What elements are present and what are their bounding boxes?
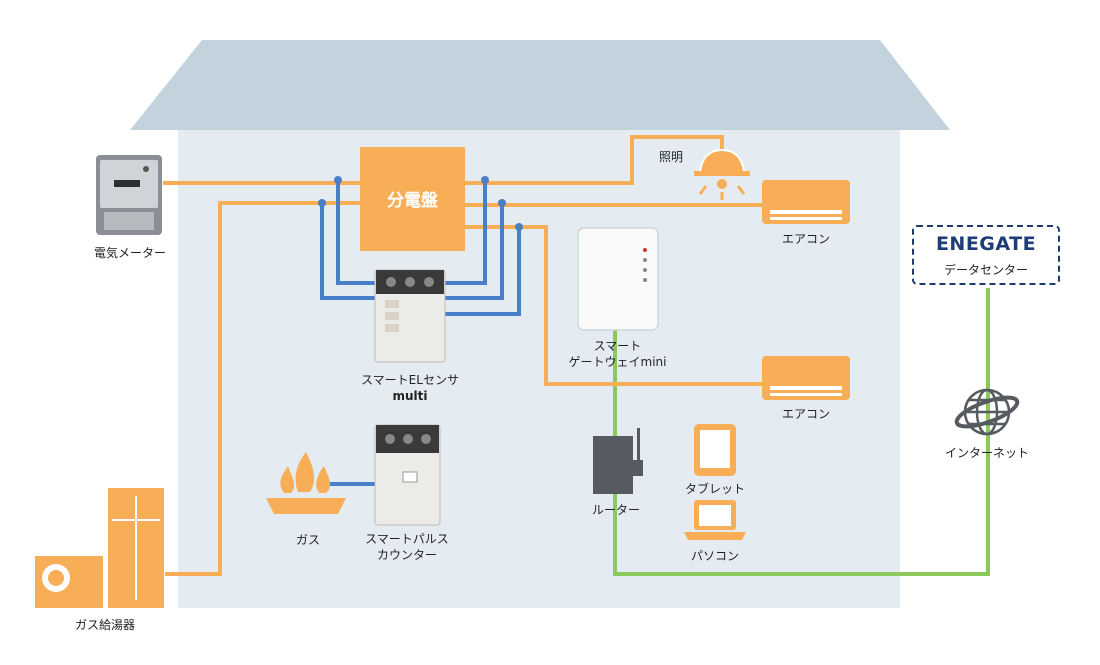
gateway-label-line2: ゲートウェイmini bbox=[568, 355, 667, 369]
distribution-panel-label: 分電盤 bbox=[387, 191, 438, 211]
datacenter-label: データセンター bbox=[943, 263, 1028, 277]
globe-icon bbox=[954, 388, 1020, 436]
datacenter-box: ENEGATE データセンター bbox=[912, 225, 1060, 285]
wire-connection-dots bbox=[318, 176, 523, 231]
gas-flame-icon bbox=[266, 452, 346, 514]
meter-label: 電気メーター bbox=[93, 246, 166, 260]
aircon-2-label: エアコン bbox=[781, 407, 830, 421]
ceiling-lamp-icon bbox=[694, 148, 750, 200]
pulse-counter-icon bbox=[374, 424, 441, 526]
router-label: ルーター bbox=[591, 503, 640, 517]
smart-gateway-icon bbox=[577, 227, 659, 331]
power-lines bbox=[163, 135, 762, 576]
enegate-logo: ENEGATE bbox=[935, 233, 1037, 255]
tablet-label: タブレット bbox=[684, 482, 745, 496]
pulse-counter-label-line2: カウンター bbox=[376, 548, 437, 562]
tablet-icon bbox=[694, 424, 736, 476]
aircon-1-label: エアコン bbox=[781, 232, 830, 246]
lighting-label: 照明 bbox=[658, 150, 683, 164]
gateway-label-line1: スマート bbox=[593, 339, 642, 353]
el-sensor-icon bbox=[374, 269, 446, 363]
pc-label: パソコン bbox=[690, 549, 739, 563]
internet-label: インターネット bbox=[944, 446, 1029, 460]
gas-label: ガス bbox=[295, 533, 320, 547]
router-icon bbox=[593, 428, 643, 494]
water-heater-label: ガス給湯器 bbox=[74, 618, 135, 632]
house-roof bbox=[130, 40, 950, 130]
el-sensor-label-line1: スマートELセンサ bbox=[361, 373, 459, 387]
pulse-counter-label-line1: スマートパルス bbox=[365, 532, 449, 546]
laptop-icon bbox=[684, 500, 746, 540]
distribution-panel bbox=[360, 147, 465, 251]
air-conditioner-icon bbox=[762, 180, 850, 400]
sensor-wires bbox=[320, 180, 521, 486]
electricity-meter-icon bbox=[96, 155, 162, 235]
gas-water-heater-icon bbox=[35, 488, 164, 608]
el-sensor-label-line2: multi bbox=[392, 389, 428, 403]
